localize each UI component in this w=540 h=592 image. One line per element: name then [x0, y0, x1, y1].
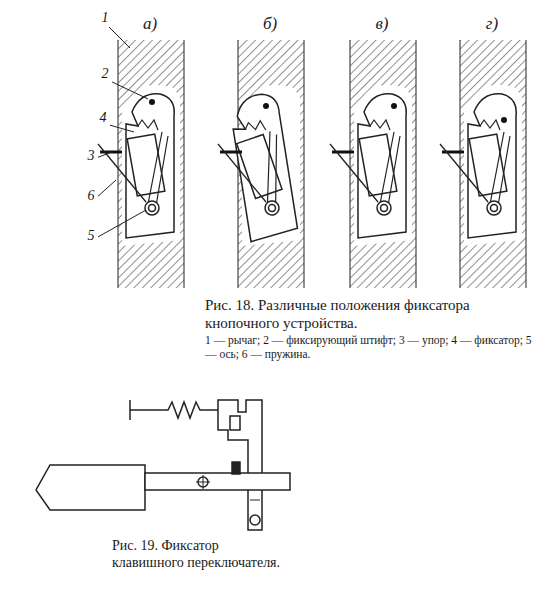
lever [228, 92, 298, 242]
spring-rod [218, 144, 266, 202]
wall [118, 40, 184, 288]
pin [263, 103, 269, 109]
spring-rod [98, 144, 146, 202]
panel-letter: г) [467, 14, 517, 34]
lever [358, 94, 406, 238]
callout-number: 6 [84, 188, 98, 205]
spring-rod [440, 144, 488, 202]
callout-number: 5 [84, 228, 98, 245]
pin [501, 117, 507, 123]
wall [460, 40, 526, 288]
lever [468, 94, 516, 238]
leader-lines [96, 26, 148, 238]
switch-latch [36, 400, 290, 530]
pin [149, 99, 155, 105]
latch-panel [98, 40, 184, 288]
wall [350, 40, 416, 288]
spring-rod [330, 144, 378, 202]
panels [98, 40, 526, 288]
callout-number: 2 [98, 66, 112, 83]
figure-caption: Рис. 18. Различные положения фиксатора к… [205, 296, 535, 332]
callout-number: 3 [84, 148, 98, 165]
panel-letter: в) [357, 14, 407, 34]
panel-letter: а) [125, 14, 175, 34]
callout-number: 4 [96, 110, 110, 127]
figure-caption: Рис. 19. Фиксатор клавишного переключате… [112, 538, 292, 572]
pin [391, 103, 397, 109]
latch-panel [218, 40, 304, 288]
latch-panel [330, 40, 416, 288]
panel-letter: б) [245, 14, 295, 34]
lever [126, 94, 174, 238]
callout-number: 1 [98, 10, 112, 27]
latch-panel [440, 40, 526, 288]
parts-key: 1 — рычаг; 2 — фиксирующий штифт; 3 — уп… [205, 334, 535, 362]
